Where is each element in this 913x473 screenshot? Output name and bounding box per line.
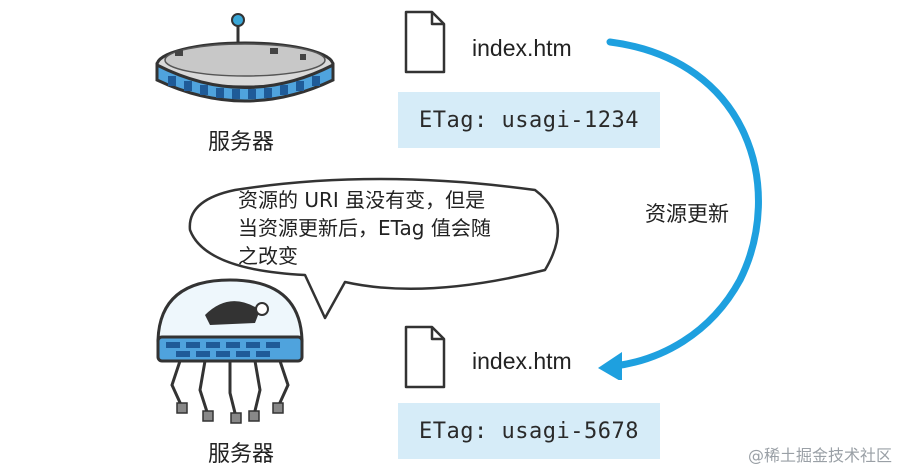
top-server-label: 服务器 [208,130,275,155]
update-arrow [598,38,762,380]
robot-dome-icon [156,278,304,424]
bottom-etag-box: ETag: usagi-5678 [398,403,660,459]
bottom-etag-value: ETag: usagi-5678 [419,418,639,444]
top-etag-value: ETag: usagi-1234 [419,107,639,133]
bubble-text: 资源的 URI 虽没有变，但是 当资源更新后，ETag 值会随 之改变 [238,186,491,270]
speech-bubble [188,177,560,320]
bubble-line-1: 资源的 URI 虽没有变，但是 [238,188,486,212]
server-disc-icon [155,13,335,103]
bottom-file-name: index.htm [472,348,572,374]
watermark: @稀土掘金技术社区 [748,446,893,465]
top-etag-box: ETag: usagi-1234 [398,92,660,148]
update-label: 资源更新 [641,196,733,230]
bubble-line-3: 之改变 [238,244,298,268]
bottom-server-label: 服务器 [208,442,275,467]
document-icon [404,10,446,74]
document-icon [404,325,446,389]
top-file-name: index.htm [472,35,572,61]
bubble-line-2: 当资源更新后，ETag 值会随 [238,216,491,240]
